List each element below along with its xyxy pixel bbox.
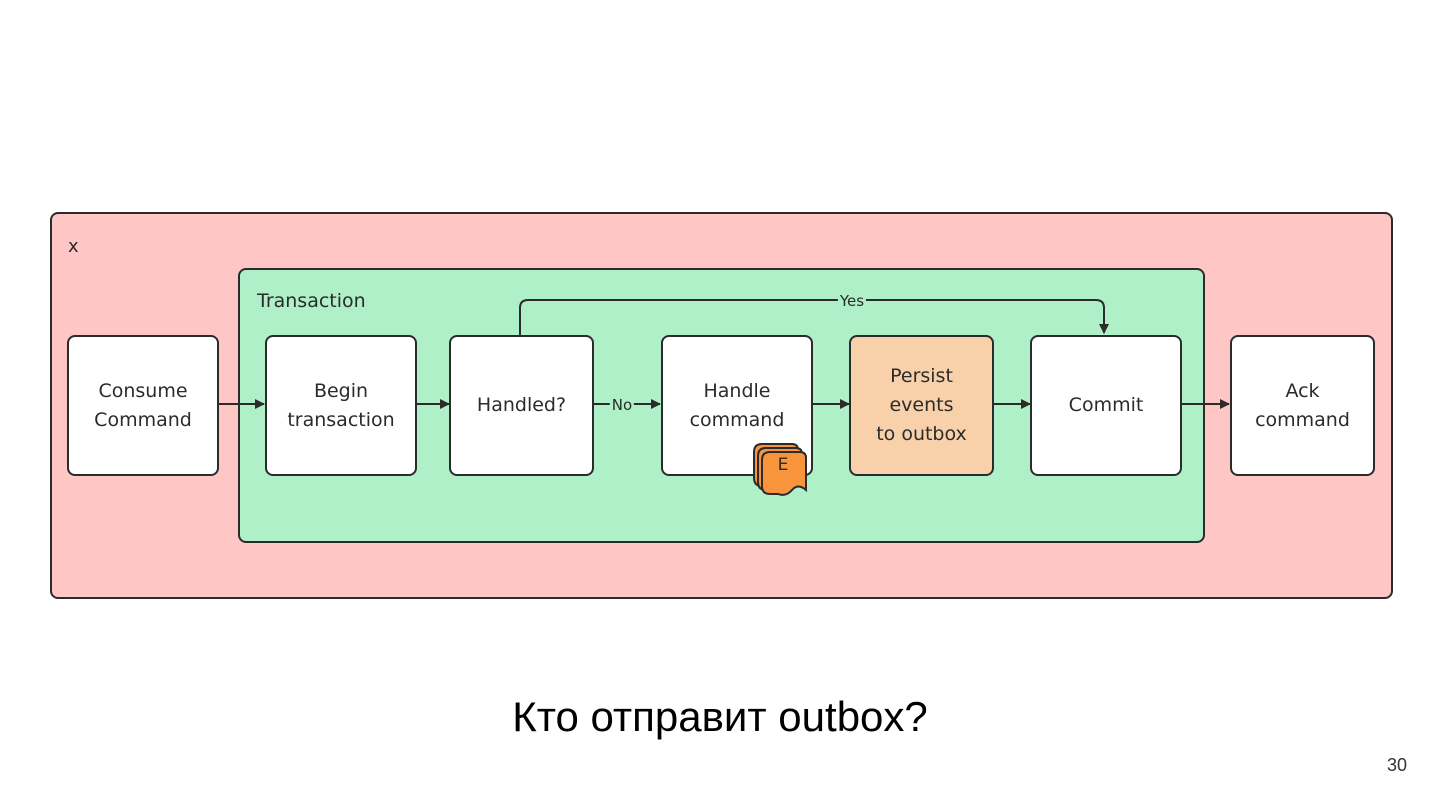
node-label-line: command <box>1255 408 1350 431</box>
arrow-handled-yes-to-commit <box>519 299 1109 335</box>
node-begin-transaction: Begin transaction <box>265 335 417 476</box>
node-consume-command: Consume Command <box>67 335 219 476</box>
outer-container-label: x <box>68 236 79 257</box>
node-handled-decision: Handled? <box>449 335 594 476</box>
node-commit: Commit <box>1030 335 1182 476</box>
node-label-line: Handled? <box>476 394 567 416</box>
node-label-line: Ack <box>1285 379 1320 402</box>
node-persist-events: Persist events to outbox <box>849 335 994 476</box>
node-label-line: Handle <box>703 379 771 402</box>
node-label-line: command <box>689 408 785 431</box>
node-label-line: events <box>889 394 954 416</box>
edge-label-yes: Yes <box>837 292 867 310</box>
slide-question: Кто отправит outbox? <box>512 693 928 740</box>
event-stack-icon <box>753 443 807 496</box>
node-label-line: transaction <box>287 408 395 431</box>
page-number: 30 <box>1386 755 1407 775</box>
node-label-line: Commit <box>1068 394 1144 416</box>
node-label-line: Command <box>94 408 192 431</box>
node-label-line: Begin <box>313 379 369 402</box>
node-label-line: Consume <box>98 379 188 402</box>
event-icon-letter: E <box>777 455 789 475</box>
node-label-line: to outbox <box>876 423 967 445</box>
edge-label-no: No <box>609 396 635 414</box>
transaction-label: Transaction <box>257 290 366 312</box>
node-label-line: Persist <box>890 365 953 387</box>
node-ack-command: Ack command <box>1230 335 1375 476</box>
